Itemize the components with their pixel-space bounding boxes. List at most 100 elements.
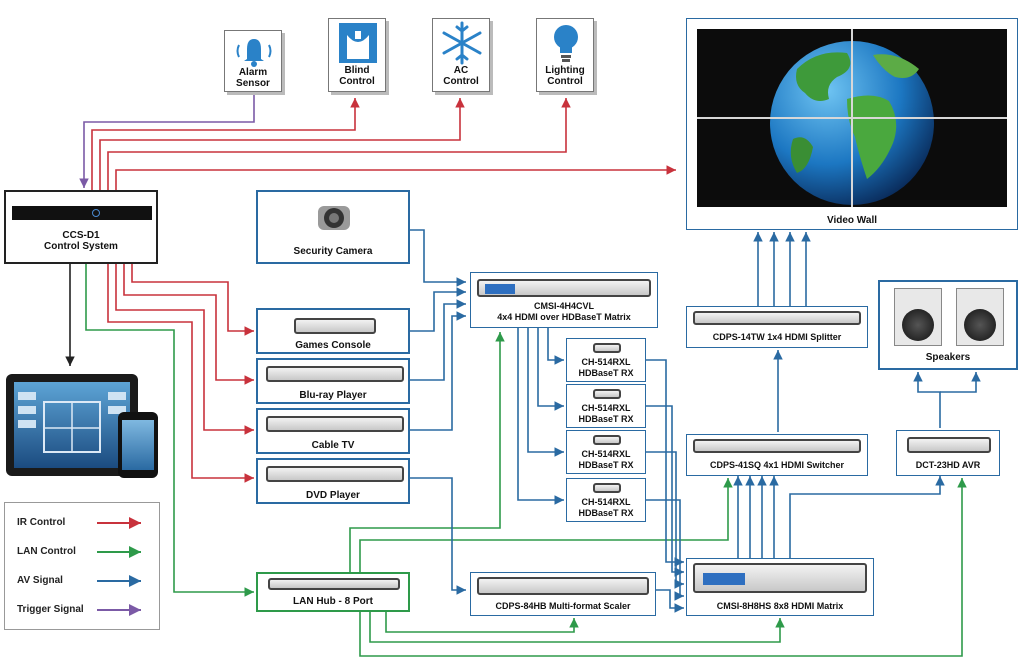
av-line-bluray	[410, 299, 466, 381]
av-line-rx4	[517, 328, 564, 505]
phone-screen	[122, 420, 154, 470]
receiver-2-line1: CH-514RXL	[581, 403, 631, 413]
hdmi-splitter: CDPS-14TW 1x4 HDMI Splitter	[686, 306, 868, 348]
hdbaset-receiver-4: CH-514RXL HDBaseT RX	[566, 478, 646, 522]
window-blind-icon	[339, 23, 377, 63]
avr-device	[907, 437, 991, 453]
ir-line-cable	[115, 262, 254, 435]
control-system: CCS-D1 Control System	[4, 190, 158, 264]
lighting-control-line2: Control	[547, 76, 583, 87]
games-console: Games Console	[256, 308, 410, 354]
phone	[118, 412, 158, 478]
snowflake-icon	[442, 21, 482, 65]
speaker-left	[894, 288, 942, 346]
legend-arrows	[97, 517, 141, 616]
tablet	[6, 374, 138, 476]
ir-line-blind	[91, 98, 360, 192]
speaker-right	[956, 288, 1004, 346]
av-line-games	[410, 287, 466, 332]
speaker-left-cone	[902, 309, 934, 341]
security-camera-label: Security Camera	[293, 246, 373, 257]
lan-hub-device	[268, 578, 400, 590]
speaker-right-cone	[964, 309, 996, 341]
dvd-player-device	[266, 466, 404, 482]
receiver-1-line2: HDBaseT RX	[578, 368, 634, 378]
security-camera: Security Camera	[256, 190, 410, 264]
camera-icon	[318, 206, 350, 230]
lan-line-avr	[359, 478, 967, 657]
av-line-avr-spk1	[913, 372, 941, 428]
hdmi-switcher: CDPS-41SQ 4x1 HDMI Switcher	[686, 434, 868, 476]
alarm-sensor-tile: Alarm Sensor	[224, 30, 282, 92]
receiver-3-line1: CH-514RXL	[581, 449, 631, 459]
alarm-sensor-line2: Sensor	[236, 78, 270, 89]
speakers: Speakers	[878, 280, 1018, 370]
receiver-4-line2: HDBaseT RX	[578, 508, 634, 518]
hdbaset-receiver-3: CH-514RXL HDBaseT RX	[566, 430, 646, 474]
cable-tv-label: Cable TV	[311, 440, 355, 451]
video-wall-label: Video Wall	[826, 215, 877, 226]
matrix-4x4-device	[477, 279, 651, 297]
legend-lan-label: LAN Control	[17, 546, 76, 557]
control-system-led	[92, 209, 100, 217]
av-line-rx3	[527, 328, 564, 457]
receiver-3-line2: HDBaseT RX	[578, 460, 634, 470]
bluray-player: Blu-ray Player	[256, 358, 410, 404]
ac-control-tile: AC Control	[432, 18, 490, 92]
receiver-4-line1: CH-514RXL	[581, 497, 631, 507]
matrix-4x4-display	[485, 284, 515, 294]
av-line-avr-spk2	[940, 372, 981, 393]
blind-control-line1: Blind	[344, 65, 370, 76]
lan-line-hub	[85, 262, 254, 597]
av-line-cable	[410, 311, 466, 431]
legend-av-label: AV Signal	[17, 575, 63, 586]
lightbulb-icon	[554, 25, 578, 62]
tablet-screen	[14, 382, 130, 468]
alarm-sensor-line1: Alarm	[238, 67, 268, 78]
lan-line-matrix4	[349, 332, 505, 582]
av-line-rx2	[537, 328, 564, 411]
av-line-rx1	[547, 328, 564, 365]
matrix-8x8-label: CMSI-8H8HS 8x8 HDMI Matrix	[716, 601, 844, 611]
blind-control-line2: Control	[339, 76, 375, 87]
avr: DCT-23HD AVR	[896, 430, 1000, 476]
control-system-line1: CCS-D1	[62, 230, 100, 241]
switcher-label: CDPS-41SQ 4x1 HDMI Switcher	[709, 460, 845, 470]
lan-hub: LAN Hub - 8 Port	[256, 572, 410, 612]
ir-line-lighting	[107, 98, 571, 192]
switcher-device	[693, 439, 861, 453]
ir-line-dvd	[107, 262, 254, 483]
dvd-player: DVD Player	[256, 458, 410, 504]
splitter-device	[693, 311, 861, 325]
lan-line-scaler	[385, 612, 579, 633]
receiver-1-device	[593, 343, 621, 353]
dvd-player-label: DVD Player	[306, 490, 360, 501]
lighting-control-tile: Lighting Control	[536, 18, 594, 92]
legend-ir-label: IR Control	[17, 517, 66, 528]
trigger-line-alarm	[79, 95, 255, 188]
av-line-dvd	[410, 477, 466, 595]
bluray-player-label: Blu-ray Player	[299, 390, 367, 401]
control-system-device	[12, 206, 152, 220]
receiver-1-line1: CH-514RXL	[581, 357, 631, 367]
lan-line-switcher	[359, 478, 733, 582]
matrix-8x8: CMSI-8H8HS 8x8 HDMI Matrix	[686, 558, 874, 616]
lan-hub-label: LAN Hub - 8 Port	[293, 596, 373, 607]
scaler-label: CDPS-84HB Multi-format Scaler	[495, 601, 631, 611]
ir-line-ac	[99, 98, 465, 192]
av-line-camera	[410, 229, 466, 287]
matrix-4x4: CMSI-4H4CVL 4x4 HDMI over HDBaseT Matrix	[470, 272, 658, 328]
ir-line-bluray	[123, 262, 254, 385]
receiver-4-device	[593, 483, 621, 493]
blind-control-tile: Blind Control	[328, 18, 386, 92]
speakers-label: Speakers	[925, 352, 971, 363]
ir-line-videowall	[115, 165, 676, 192]
av-line-rx2-m8	[646, 405, 684, 577]
games-console-label: Games Console	[295, 340, 371, 351]
matrix-8x8-device	[693, 563, 867, 593]
av-line-rx3-m8	[646, 451, 684, 589]
bell-icon	[236, 39, 272, 67]
avr-label: DCT-23HD AVR	[915, 460, 981, 470]
cable-tv-device	[266, 416, 404, 432]
